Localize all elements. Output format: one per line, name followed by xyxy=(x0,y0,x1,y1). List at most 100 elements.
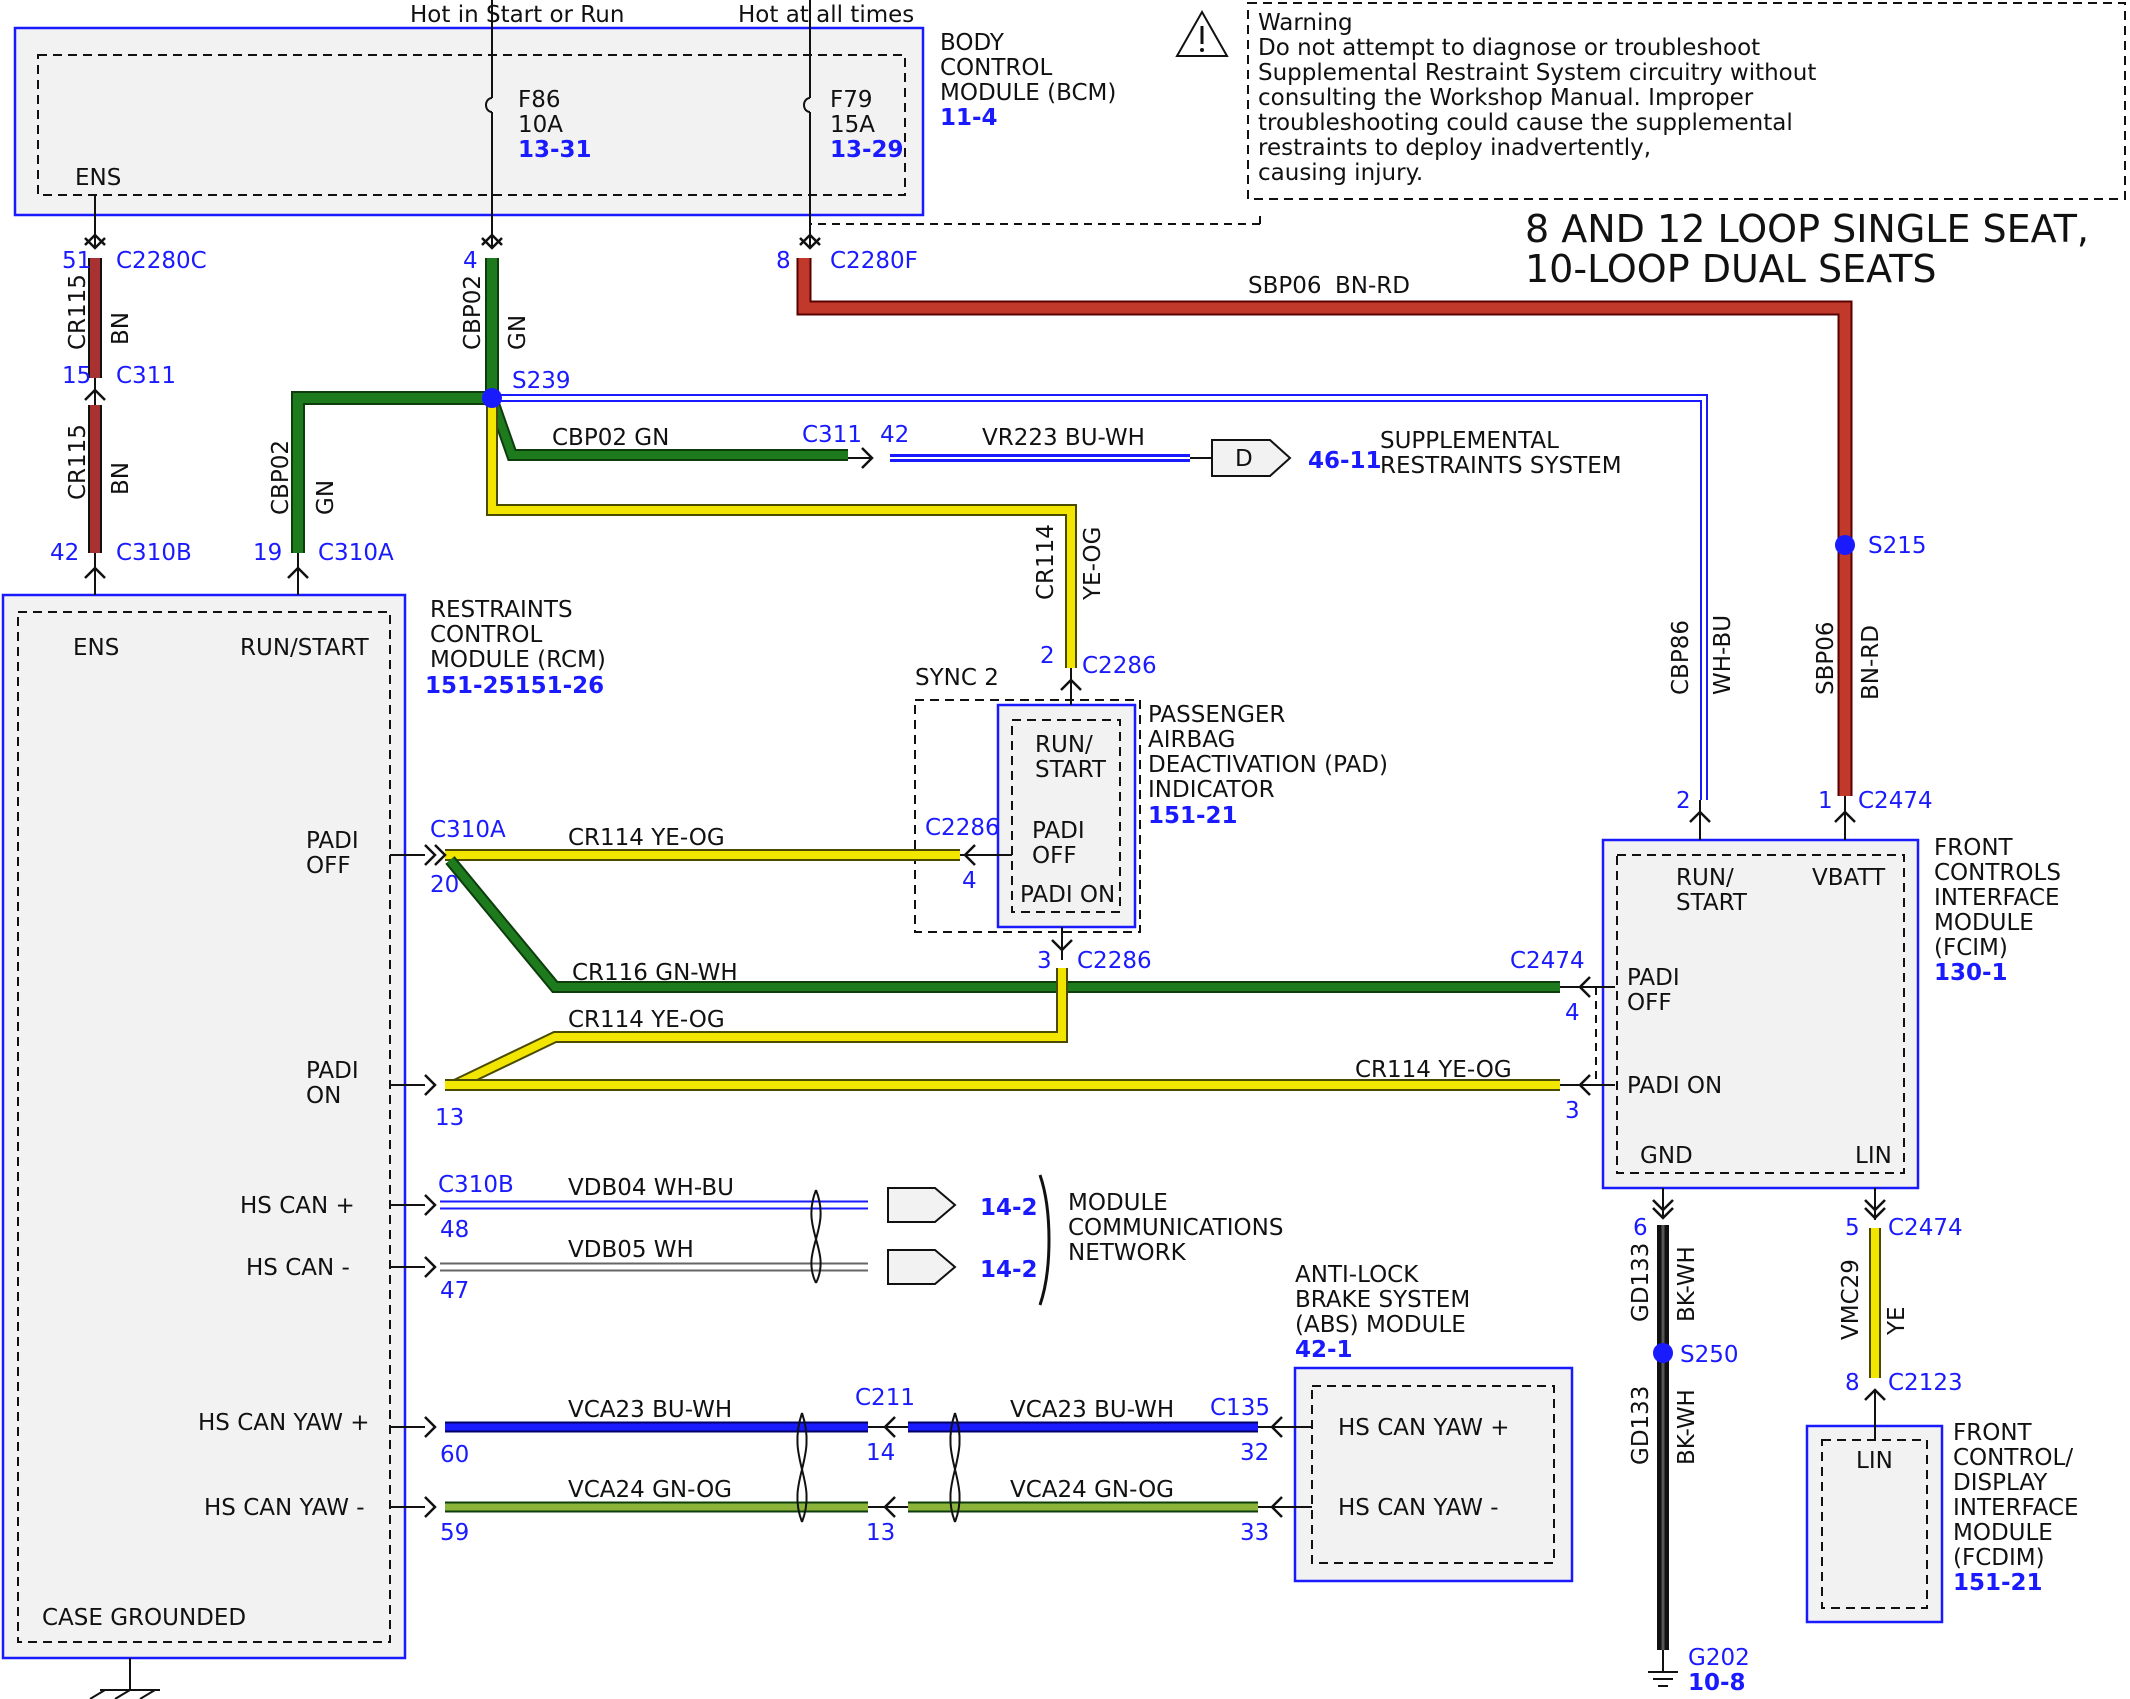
warning-line: troubleshooting could cause the suppleme… xyxy=(1258,110,1793,136)
connector-label[interactable]: C211 xyxy=(855,1385,915,1411)
fcim-name: MODULE xyxy=(1934,910,2034,936)
wire-label: CR114 YE-OG xyxy=(568,1007,725,1033)
fuse1-ref[interactable]: 13-31 xyxy=(518,137,592,163)
fcdim-name: INTERFACE xyxy=(1953,1495,2079,1521)
wire-label: WH-BU xyxy=(1710,615,1736,695)
warning-line: Supplemental Restraint System circuitry … xyxy=(1258,60,1816,86)
rcm-pin: HS CAN YAW - xyxy=(204,1495,365,1521)
pad-ref[interactable]: 151-21 xyxy=(1148,803,1238,829)
connector-label[interactable]: C135 xyxy=(1210,1395,1270,1421)
wire-label: BN-RD xyxy=(1335,273,1410,299)
splice-s250 xyxy=(1653,1343,1673,1363)
fcim-pin: RUN/ xyxy=(1676,865,1734,891)
pad-pin: PADI ON xyxy=(1020,882,1115,908)
connector-label[interactable]: C311 xyxy=(802,422,862,448)
srs-ref[interactable]: 46-11 xyxy=(1308,448,1382,474)
ground-ref[interactable]: 10-8 xyxy=(1688,1670,1746,1696)
wire-label: VCA23 BU-WH xyxy=(1010,1397,1174,1423)
wire-cbp02 xyxy=(291,258,872,595)
connector-label[interactable]: C310B xyxy=(438,1172,514,1198)
connector-label[interactable]: C2280F xyxy=(830,248,918,274)
fuse2-rating: 15A xyxy=(830,112,875,138)
splice-s215 xyxy=(1835,535,1855,555)
fcim-ref[interactable]: 130-1 xyxy=(1934,960,2008,986)
connector-label[interactable]: C2280C xyxy=(116,248,207,274)
rcm-pin: OFF xyxy=(306,853,351,879)
srs-connector-letter: D xyxy=(1235,446,1253,472)
pin-label: 1 xyxy=(1818,788,1833,814)
pin-label: 3 xyxy=(1037,948,1052,974)
connector-label[interactable]: C2123 xyxy=(1888,1370,1963,1396)
pad-pin: START xyxy=(1035,757,1107,783)
fcdim-name: DISPLAY xyxy=(1953,1470,2048,1496)
abs-ref[interactable]: 42-1 xyxy=(1295,1337,1353,1363)
connector-label[interactable]: C2286 xyxy=(1082,653,1157,679)
rcm-ref[interactable]: 151-25151-26 xyxy=(425,673,604,699)
connector-label[interactable]: C2286 xyxy=(1077,948,1152,974)
pin-label: 20 xyxy=(430,872,459,898)
fcim-name: CONTROLS xyxy=(1934,860,2061,886)
abs-module xyxy=(1293,1366,1574,1583)
pin-label: 33 xyxy=(1240,1520,1269,1546)
wire-label: CR115 xyxy=(65,274,91,350)
abs-name: BRAKE SYSTEM xyxy=(1295,1287,1470,1313)
fuse2-ref[interactable]: 13-29 xyxy=(830,137,904,163)
wire-label: CR114 YE-OG xyxy=(568,825,725,851)
wire-gd133 xyxy=(1648,1188,1678,1687)
connector-label[interactable]: C310A xyxy=(318,540,394,566)
fcim-name: INTERFACE xyxy=(1934,885,2060,911)
wire-label: BN-RD xyxy=(1858,625,1884,700)
wire-label: VCA23 BU-WH xyxy=(568,1397,732,1423)
fcdim-ref[interactable]: 151-21 xyxy=(1953,1570,2043,1596)
warning-box xyxy=(1247,2,2126,200)
wire-label: CR114 xyxy=(1033,524,1059,600)
connector-label[interactable]: C2474 xyxy=(1888,1215,1963,1241)
bcm-name-2: CONTROL xyxy=(940,55,1053,81)
sync2-outline xyxy=(914,699,1141,933)
connector-label[interactable]: C311 xyxy=(116,363,176,389)
wire-vr223 xyxy=(890,439,1292,477)
connector-label[interactable]: C2286 xyxy=(925,815,1000,841)
srs-connector-d xyxy=(1211,439,1292,477)
mcn-ref[interactable]: 14-2 xyxy=(980,1257,1038,1283)
wire-hs-can xyxy=(390,1174,1051,1306)
pad-name: INDICATOR xyxy=(1148,777,1275,803)
mcn-label: MODULE xyxy=(1068,1190,1168,1216)
connector-label[interactable]: C2474 xyxy=(1858,788,1933,814)
case-ground-icon xyxy=(89,1658,160,1699)
wire-label: VDB04 WH-BU xyxy=(568,1175,734,1201)
rcm-pin: RUN/START xyxy=(240,635,370,661)
wire-label: SBP06 xyxy=(1813,621,1839,695)
wire-label: CBP86 xyxy=(1668,620,1694,695)
wire-cr114-padi-on xyxy=(452,927,1068,1091)
bcm-ref[interactable]: 11-4 xyxy=(940,105,998,131)
splice-label: S215 xyxy=(1868,533,1927,559)
wire-label: YE xyxy=(1884,1306,1910,1336)
connector-label[interactable]: C310A xyxy=(430,817,506,843)
fuse1-name: F86 xyxy=(518,87,561,113)
rcm-pin: PADI xyxy=(306,1058,359,1084)
fcdim-name: (FCDIM) xyxy=(1953,1545,2045,1571)
fcim-pin: PADI ON xyxy=(1627,1073,1722,1099)
page-title-1: 8 AND 12 LOOP SINGLE SEAT, xyxy=(1525,207,2089,251)
hot-all-times-label: Hot at all times xyxy=(738,2,914,28)
wire-label: CR115 xyxy=(65,424,91,500)
sync2-label: SYNC 2 xyxy=(915,665,999,691)
mcn-ref[interactable]: 14-2 xyxy=(980,1195,1038,1221)
bcm-name-1: BODY xyxy=(940,30,1005,56)
connector-label[interactable]: C2474 xyxy=(1510,948,1585,974)
pin-label: 42 xyxy=(50,540,79,566)
hot-start-run-label: Hot in Start or Run xyxy=(410,2,624,28)
pin-label: 51 xyxy=(62,248,91,274)
rcm-pin: HS CAN + xyxy=(240,1193,355,1219)
mcn-label: COMMUNICATIONS xyxy=(1068,1215,1283,1241)
abs-pin: HS CAN YAW - xyxy=(1338,1495,1499,1521)
pad-pin: RUN/ xyxy=(1035,732,1093,758)
pin-label: 2 xyxy=(1676,788,1691,814)
wire-label: CBP02 GN xyxy=(552,425,669,451)
bcm-name-3: MODULE (BCM) xyxy=(940,80,1116,106)
splice-s239 xyxy=(482,388,502,408)
connector-label[interactable]: C310B xyxy=(116,540,192,566)
wire-label: SBP06 xyxy=(1248,273,1322,299)
